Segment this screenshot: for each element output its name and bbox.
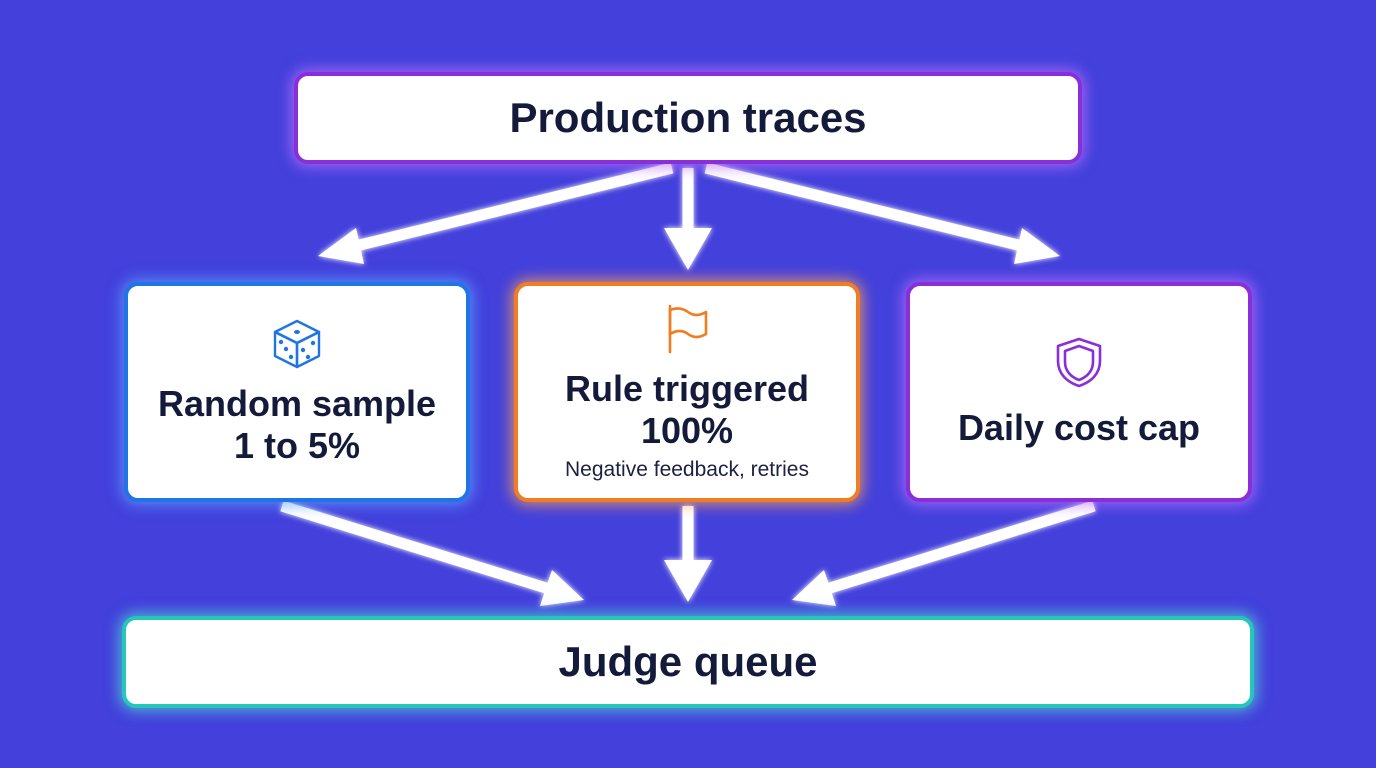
arrow-source-to-random <box>318 162 674 264</box>
shield-icon <box>1056 337 1102 388</box>
judge-queue-label: Judge queue <box>558 638 818 685</box>
production-traces-label: Production traces <box>509 94 867 141</box>
arrow-rule-to-judge <box>664 506 712 602</box>
judge-queue-box: Judge queue <box>122 616 1254 708</box>
arrow-source-to-rule <box>664 168 712 270</box>
random-sample-title: Random sample <box>157 383 437 424</box>
arrow-random-to-judge <box>280 500 584 606</box>
random-sample-card: Random sample 1 to 5% <box>124 282 470 502</box>
random-sample-rate: 1 to 5% <box>233 425 361 466</box>
daily-cost-cap-card: Daily cost cap <box>906 282 1252 502</box>
daily-cost-cap-title: Daily cost cap <box>957 407 1201 448</box>
production-traces-box: Production traces <box>294 72 1082 164</box>
flag-icon <box>668 304 708 354</box>
arrow-source-to-cost <box>704 162 1060 264</box>
dice-icon <box>273 319 321 369</box>
rule-triggered-rate: 100% <box>640 410 734 451</box>
rule-triggered-note: Negative feedback, retries <box>565 458 809 481</box>
arrow-cost-to-judge <box>792 500 1096 606</box>
rule-triggered-card: Rule triggered 100% Negative feedback, r… <box>514 282 860 502</box>
rule-triggered-title: Rule triggered <box>564 368 810 409</box>
